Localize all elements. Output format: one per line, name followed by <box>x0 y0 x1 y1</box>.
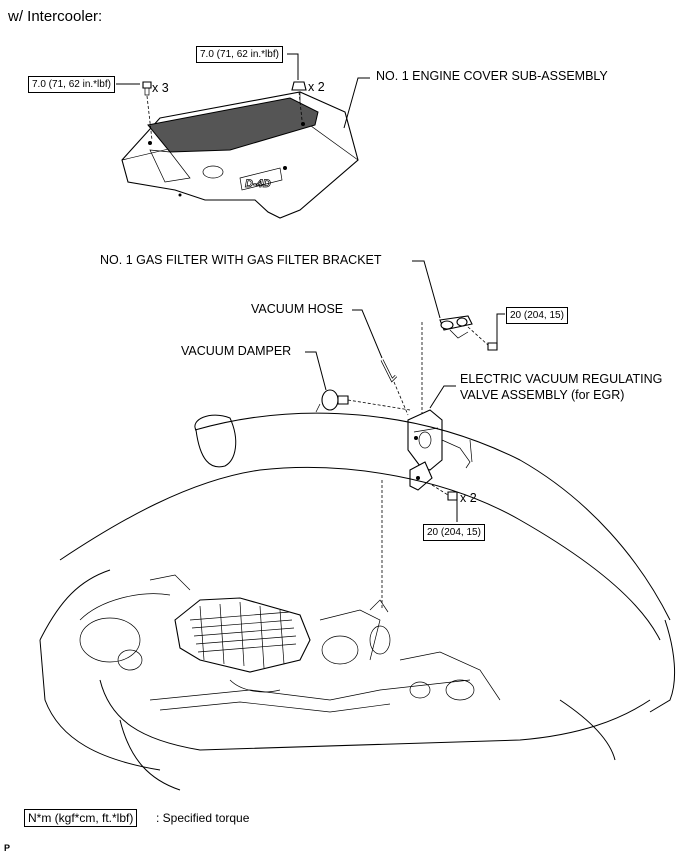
qty-valve-bolt: x 2 <box>460 491 477 505</box>
gas-filter <box>439 315 473 339</box>
qty-cover-bolt: x 3 <box>152 81 169 95</box>
evrv-assembly <box>407 409 473 491</box>
torque-spec-cover-bolt: 7.0 (71, 62 in.*lbf) <box>28 76 115 93</box>
torque-spec-cover-nut: 7.0 (71, 62 in.*lbf) <box>196 46 283 63</box>
label-gas-filter: NO. 1 GAS FILTER WITH GAS FILTER BRACKET <box>100 253 382 267</box>
valve-bolt <box>447 491 458 501</box>
torque-spec-gas-filter-bolt: 20 (204, 15) <box>506 307 568 324</box>
label-evrv-line1: ELECTRIC VACUUM REGULATING <box>460 372 663 386</box>
cover-nut <box>291 81 307 91</box>
vacuum-damper <box>315 389 349 413</box>
vacuum-hose <box>380 359 398 383</box>
cover-emblem: D-4D <box>245 178 271 190</box>
figure-code: P <box>4 843 11 853</box>
gas-filter-bolt <box>487 342 498 351</box>
page-title: w/ Intercooler: <box>8 8 103 25</box>
label-engine-cover: NO. 1 ENGINE COVER SUB-ASSEMBLY <box>376 69 608 83</box>
label-evrv-line2: VALVE ASSEMBLY (for EGR) <box>460 388 625 402</box>
qty-cover-nut: x 2 <box>308 80 325 94</box>
label-vacuum-damper: VACUUM DAMPER <box>181 344 292 358</box>
legend-description: : Specified torque <box>156 811 250 825</box>
engine-cover: D-4D <box>121 91 359 219</box>
torque-spec-valve-bolt: 20 (204, 15) <box>423 524 485 541</box>
vehicle-outline <box>39 412 676 791</box>
cover-bolt <box>142 81 152 96</box>
legend-unit-box: N*m (kgf*cm, ft.*lbf) <box>24 809 138 827</box>
label-vacuum-hose: VACUUM HOSE <box>251 302 344 316</box>
